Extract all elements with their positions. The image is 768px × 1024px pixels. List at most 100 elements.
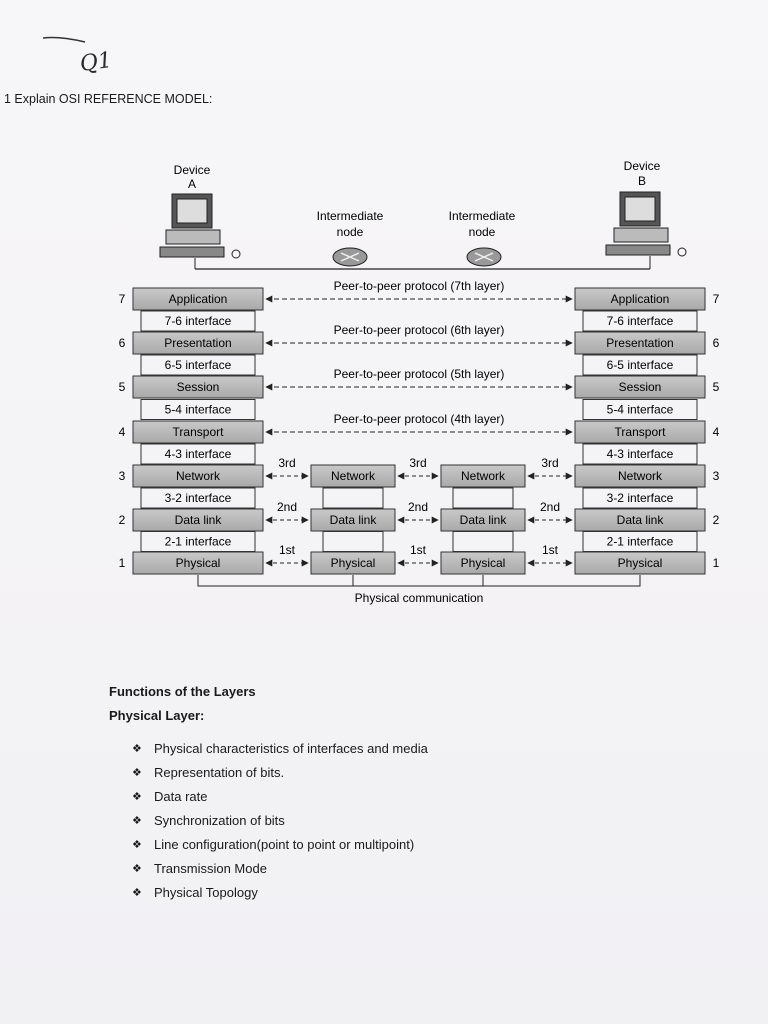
layer-number-a: 6 bbox=[119, 336, 126, 350]
node-layer-name: Network bbox=[331, 469, 376, 483]
layer-number-a: 5 bbox=[119, 380, 126, 394]
node-interface-box bbox=[323, 488, 383, 508]
diamond-bullet-icon: ❖ bbox=[132, 860, 154, 884]
layer-name-a: Presentation bbox=[164, 336, 231, 350]
device-b-label-2: B bbox=[638, 174, 646, 188]
interface-label-a: 4-3 interface bbox=[165, 447, 232, 461]
peer-protocol-label: Peer-to-peer protocol (7th layer) bbox=[334, 279, 505, 293]
interface-label-a: 3-2 interface bbox=[165, 491, 232, 505]
hop-label: 2nd bbox=[408, 500, 428, 514]
hop-label: 1st bbox=[410, 543, 427, 557]
diamond-bullet-icon: ❖ bbox=[132, 764, 154, 788]
layer-name-a: Physical bbox=[176, 556, 221, 570]
list-item-text: Physical Topology bbox=[154, 884, 258, 908]
interface-label-b: 3-2 interface bbox=[607, 491, 674, 505]
diamond-bullet-icon: ❖ bbox=[132, 788, 154, 812]
interface-label-b: 5-4 interface bbox=[607, 403, 674, 417]
hop-label: 2nd bbox=[540, 500, 560, 514]
list-item: ❖Line configuration(point to point or mu… bbox=[132, 836, 428, 860]
device-b-label-1: Device bbox=[624, 159, 661, 173]
hop-label: 1st bbox=[279, 543, 296, 557]
interface-label-a: 7-6 interface bbox=[165, 314, 232, 328]
layer-number-a: 1 bbox=[119, 556, 126, 570]
layer-name-b: Application bbox=[611, 292, 670, 306]
hop-label: 2nd bbox=[277, 500, 297, 514]
list-item: ❖Representation of bits. bbox=[132, 764, 428, 788]
list-item: ❖Data rate bbox=[132, 788, 428, 812]
osi-diagram: Device A Device B Intermediate node Inte… bbox=[0, 0, 768, 620]
layer-name-b: Physical bbox=[618, 556, 663, 570]
hop-label: 3rd bbox=[541, 456, 558, 470]
layer-number-a: 2 bbox=[119, 513, 126, 527]
interface-label-a: 6-5 interface bbox=[165, 358, 232, 372]
router-icon-node-1 bbox=[333, 248, 367, 266]
device-a-label-1: Device bbox=[174, 163, 211, 177]
list-item: ❖Physical characteristics of interfaces … bbox=[132, 740, 428, 764]
list-item: ❖Synchronization of bits bbox=[132, 812, 428, 836]
physical-communication-label: Physical communication bbox=[355, 591, 484, 605]
list-item-text: Line configuration(point to point or mul… bbox=[154, 836, 414, 860]
computer-icon-device-b bbox=[606, 192, 686, 256]
layer-number-b: 6 bbox=[713, 336, 720, 350]
layer-number-a: 7 bbox=[119, 292, 126, 306]
peer-protocol-label: Peer-to-peer protocol (5th layer) bbox=[334, 367, 505, 381]
node-layer-name: Data link bbox=[330, 513, 378, 527]
layer-name-a: Session bbox=[177, 380, 220, 394]
node-layer-name: Data link bbox=[460, 513, 508, 527]
interface-label-b: 6-5 interface bbox=[607, 358, 674, 372]
hop-label: 3rd bbox=[409, 456, 426, 470]
device-a-label-2: A bbox=[188, 177, 196, 191]
node-interface-box bbox=[453, 532, 513, 552]
list-item-text: Transmission Mode bbox=[154, 860, 267, 884]
physical-layer-heading: Physical Layer: bbox=[109, 708, 204, 723]
node-layer-name: Physical bbox=[461, 556, 506, 570]
diamond-bullet-icon: ❖ bbox=[132, 884, 154, 908]
node-2-label-1: Intermediate bbox=[449, 209, 516, 223]
physical-layer-function-list: ❖Physical characteristics of interfaces … bbox=[132, 740, 428, 908]
interface-label-b: 2-1 interface bbox=[607, 535, 674, 549]
layer-number-b: 7 bbox=[713, 292, 720, 306]
layer-name-a: Application bbox=[169, 292, 228, 306]
layer-name-a: Data link bbox=[175, 513, 223, 527]
layer-number-b: 5 bbox=[713, 380, 720, 394]
layer-name-b: Transport bbox=[615, 425, 667, 439]
list-item-text: Data rate bbox=[154, 788, 207, 812]
interface-label-b: 4-3 interface bbox=[607, 447, 674, 461]
peer-protocol-label: Peer-to-peer protocol (4th layer) bbox=[334, 412, 505, 426]
node-2-label-2: node bbox=[469, 225, 496, 239]
router-icon-node-2 bbox=[467, 248, 501, 266]
layer-number-a: 4 bbox=[119, 425, 126, 439]
list-item-text: Representation of bits. bbox=[154, 764, 284, 788]
node-layer-name: Network bbox=[461, 469, 506, 483]
node-1-label-1: Intermediate bbox=[317, 209, 384, 223]
list-item-text: Physical characteristics of interfaces a… bbox=[154, 740, 428, 764]
layer-number-b: 1 bbox=[713, 556, 720, 570]
layer-name-b: Network bbox=[618, 469, 663, 483]
layer-name-b: Data link bbox=[617, 513, 665, 527]
node-interface-box bbox=[453, 488, 513, 508]
peer-protocol-label: Peer-to-peer protocol (6th layer) bbox=[334, 323, 505, 337]
physical-link-line bbox=[198, 575, 640, 586]
interface-label-a: 2-1 interface bbox=[165, 535, 232, 549]
computer-icon-device-a bbox=[160, 194, 240, 258]
layer-number-b: 4 bbox=[713, 425, 720, 439]
diamond-bullet-icon: ❖ bbox=[132, 740, 154, 764]
diamond-bullet-icon: ❖ bbox=[132, 836, 154, 860]
layer-name-a: Network bbox=[176, 469, 221, 483]
node-interface-box bbox=[323, 532, 383, 552]
list-item: ❖Transmission Mode bbox=[132, 860, 428, 884]
node-1-label-2: node bbox=[337, 225, 364, 239]
layer-name-b: Presentation bbox=[606, 336, 673, 350]
layer-number-b: 3 bbox=[713, 469, 720, 483]
list-item-text: Synchronization of bits bbox=[154, 812, 285, 836]
hop-label: 1st bbox=[542, 543, 559, 557]
interface-label-a: 5-4 interface bbox=[165, 403, 232, 417]
layer-name-a: Transport bbox=[173, 425, 225, 439]
hop-label: 3rd bbox=[278, 456, 295, 470]
interface-label-b: 7-6 interface bbox=[607, 314, 674, 328]
diamond-bullet-icon: ❖ bbox=[132, 812, 154, 836]
layer-number-b: 2 bbox=[713, 513, 720, 527]
node-layer-name: Physical bbox=[331, 556, 376, 570]
functions-heading: Functions of the Layers bbox=[109, 684, 256, 699]
